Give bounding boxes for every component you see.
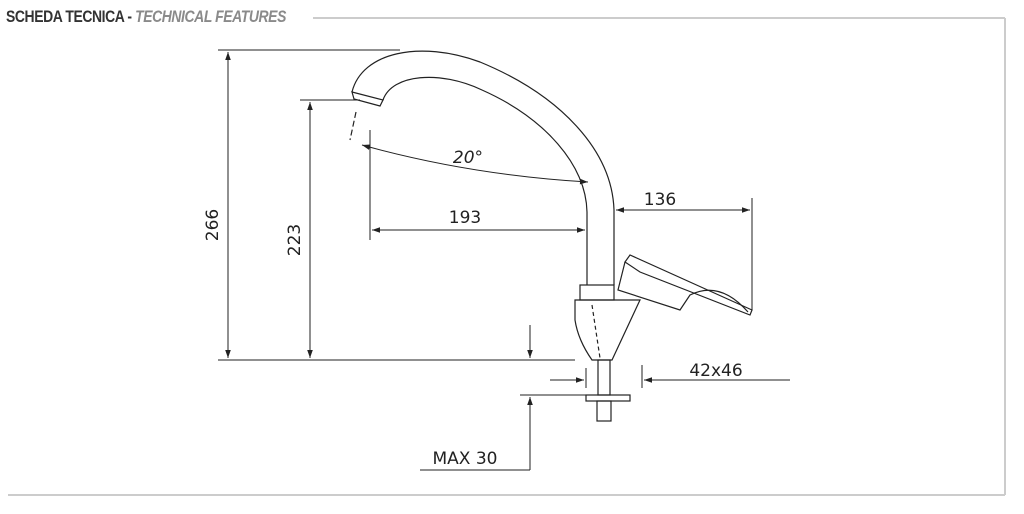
dimension-lines <box>218 49 790 471</box>
frame <box>8 17 1006 496</box>
dim-max-deck: MAX 30 <box>433 449 498 469</box>
header-subtitle: TECHNICAL FEATURES <box>135 7 286 26</box>
faucet-outline <box>349 50 753 422</box>
section-header: SCHEDA TECNICA - TECHNICAL FEATURES <box>6 7 286 27</box>
dim-lever-reach: 136 <box>644 190 676 210</box>
header-title: SCHEDA TECNICA - <box>6 7 132 26</box>
dim-angle: 20° <box>453 148 483 168</box>
dim-base-size: 42x46 <box>689 361 742 381</box>
dim-spout-reach: 193 <box>449 208 481 228</box>
dim-total-height: 266 <box>203 209 223 241</box>
dim-spout-height: 223 <box>285 224 305 256</box>
